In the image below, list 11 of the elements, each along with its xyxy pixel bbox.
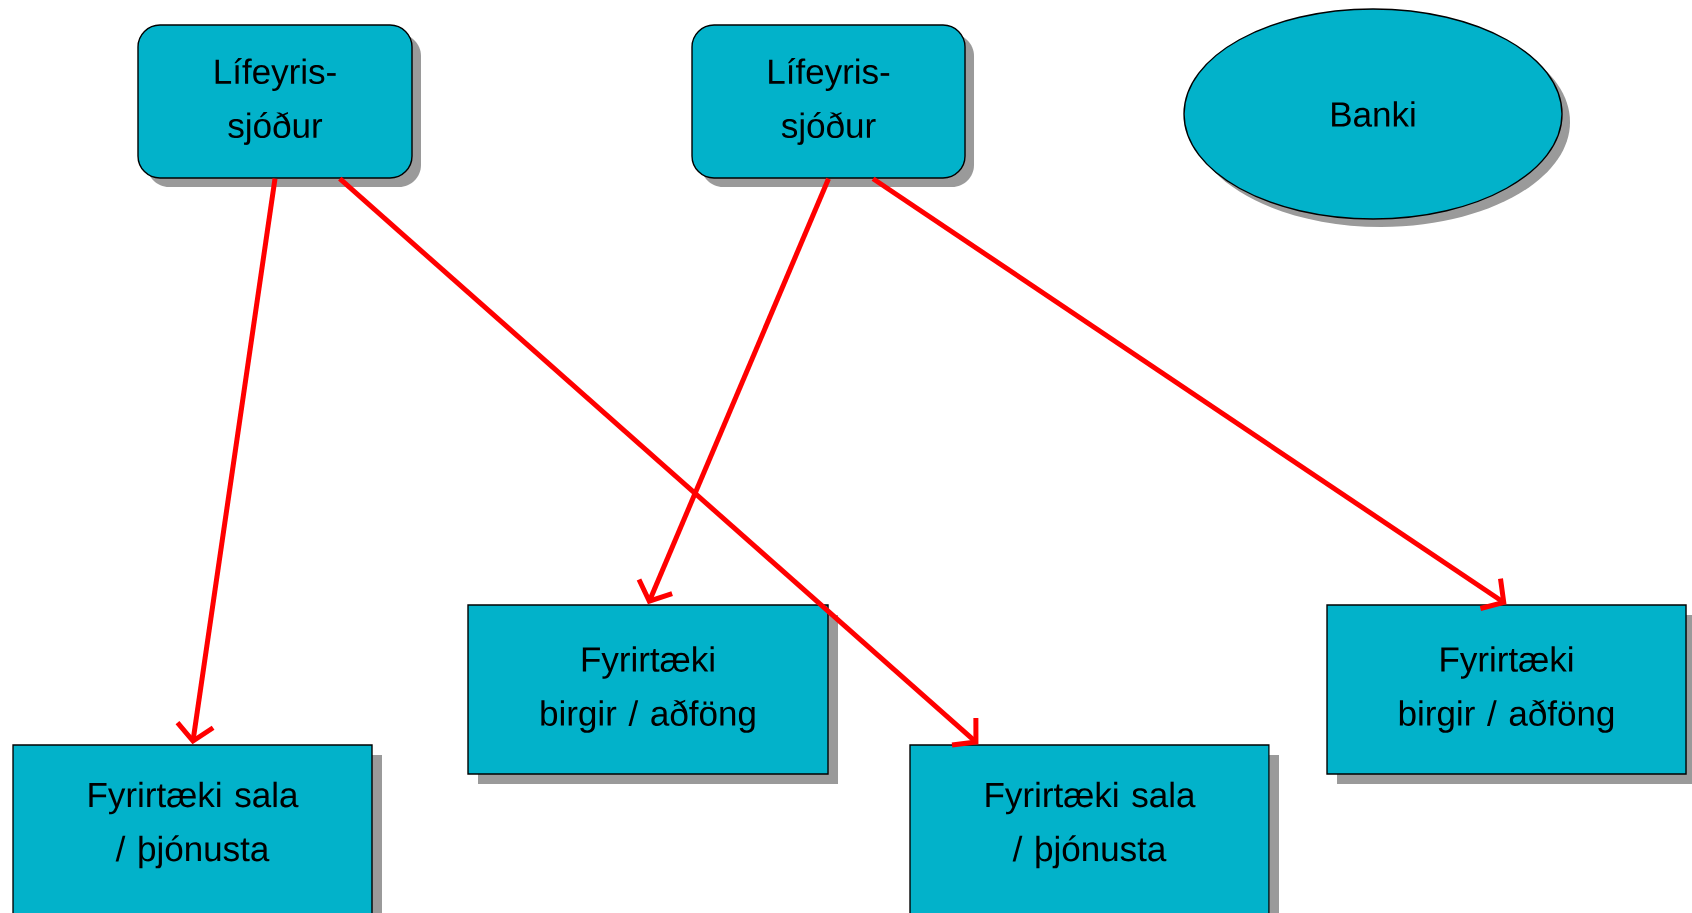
ellipse-node: Banki [1183, 8, 1570, 227]
arrow [636, 177, 831, 605]
process-box: Fyrirtæki sala / þjónusta [12, 744, 382, 913]
arrow [175, 178, 278, 745]
process-box: Lífeyris- sjóður [691, 24, 974, 187]
process-box: Lífeyris- sjóður [137, 24, 421, 187]
arrow [338, 176, 979, 748]
arrow [871, 176, 1507, 611]
process-box: Fyrirtæki birgir / aðföng [1326, 604, 1692, 784]
process-box: Fyrirtæki sala / þjónusta [909, 744, 1279, 913]
process-box: Fyrirtæki birgir / aðföng [467, 604, 838, 784]
